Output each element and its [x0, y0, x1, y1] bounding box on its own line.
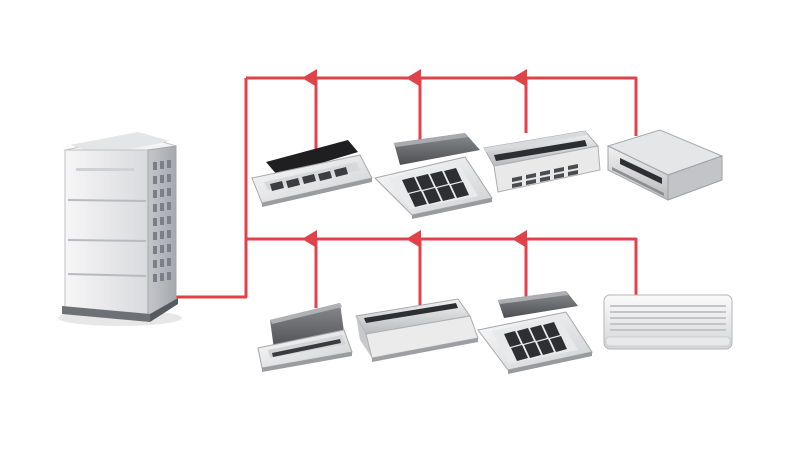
flow-arrow-icon	[512, 230, 527, 248]
flow-arrow-icon	[302, 69, 317, 87]
flow-arrow-icon	[406, 230, 421, 248]
ducted-unit-icon	[606, 129, 724, 201]
vrf-outdoor-condenser-icon	[58, 132, 182, 326]
flow-arrows	[302, 69, 527, 248]
ceiling-suspended-unit-icon	[483, 130, 601, 193]
lower-header-pipe	[246, 237, 638, 298]
one-way-cassette-dark-icon	[251, 140, 373, 207]
four-way-cassette-icon	[374, 133, 493, 219]
compact-four-way-cassette-icon	[477, 291, 593, 374]
two-way-cassette-icon	[257, 303, 353, 372]
refrigerant-piping	[176, 76, 638, 308]
upper-header-pipe	[246, 76, 638, 136]
flow-arrow-icon	[512, 69, 527, 87]
flow-arrow-icon	[302, 230, 317, 248]
slim-ceiling-suspended-unit-icon	[355, 298, 479, 362]
flow-arrow-icon	[406, 69, 421, 87]
main-pipe	[176, 78, 248, 299]
wall-mounted-split-icon	[603, 294, 733, 350]
